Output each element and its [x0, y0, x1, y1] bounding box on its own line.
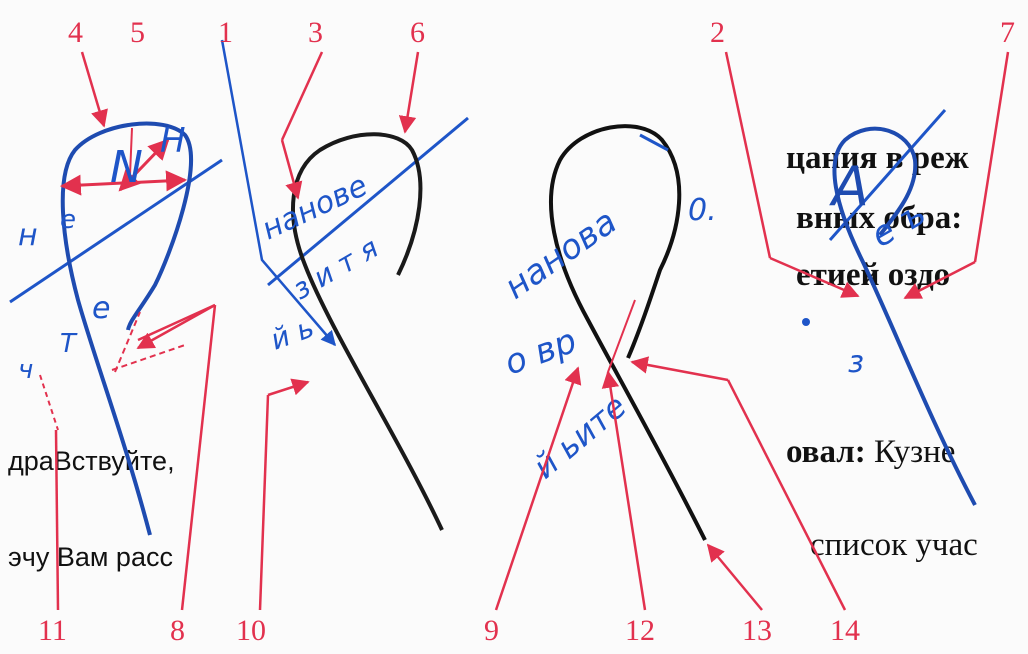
doc-fragment-right-5: список учас: [810, 527, 978, 563]
doc-fragment-right-4: овал: Кузне: [786, 434, 955, 470]
leader-6: [405, 52, 418, 132]
handwriting-2-mid: з и т я: [287, 231, 384, 306]
ink-dot-4: [802, 318, 810, 326]
handwriting-3-mid: о вр: [499, 321, 581, 384]
callout-3: 3: [308, 16, 323, 49]
callout-9: 9: [484, 614, 499, 647]
leader-14b: [632, 362, 728, 380]
handwriting-4-low: з: [848, 345, 864, 380]
callout-10: 10: [236, 614, 266, 647]
handwriting-1-u: ч: [18, 355, 33, 385]
callout-14: 14: [830, 614, 860, 647]
handwriting-1-mid: е: [60, 205, 76, 235]
handwriting-1-r: е: [92, 291, 110, 326]
leader-10a: [260, 395, 268, 610]
leader-2a: [726, 52, 770, 258]
doc-fragment-right-1: цания в реж: [786, 140, 969, 176]
handwriting-1-left: н: [18, 218, 38, 253]
handwriting-1-t: Т: [60, 329, 78, 359]
callout-6: 6: [410, 16, 425, 49]
leader-7a: [975, 52, 1008, 262]
leader-8c: [138, 305, 215, 340]
leader-4: [82, 52, 104, 126]
callout-2: 2: [710, 16, 725, 49]
handwriting-3-right: 0.: [688, 193, 717, 228]
handwriting-2-top: нанове: [257, 168, 373, 247]
dashed-guide-1b: [115, 312, 140, 372]
callout-4: 4: [68, 16, 83, 49]
dashed-guide-1a: [112, 345, 185, 370]
callout-13: 13: [742, 614, 772, 647]
leader-10b: [268, 382, 308, 395]
handwriting-4-top: А: [829, 155, 869, 218]
doc-fragment-right-4-bold: овал:: [786, 434, 866, 470]
writing-sample-2: нанове з и т я й ь: [222, 40, 468, 530]
callout-5: 5: [130, 16, 145, 49]
callout-7: 7: [1000, 16, 1015, 49]
leader-8a: [182, 305, 215, 610]
handwriting-1-h: Н: [160, 121, 186, 161]
leader-13: [708, 545, 762, 610]
leader-3b: [282, 140, 298, 198]
leader-3a: [282, 52, 322, 140]
callout-11: 11: [38, 614, 67, 647]
dashed-guide-11: [40, 375, 58, 430]
writing-sample-3: нанова о вр й ьитe 0.: [497, 126, 716, 540]
handwriting-1-top: N: [110, 142, 143, 193]
doc-fragment-left-2: эчу Вам расс: [8, 542, 173, 572]
doc-fragment-left-1: драВствуйте,: [8, 446, 175, 476]
callout-12: 12: [625, 614, 655, 647]
letter-loop-3: [551, 126, 705, 540]
leader-9: [496, 368, 578, 610]
leader-14a: [728, 380, 845, 610]
leader-12-ext: [608, 300, 635, 372]
callout-8: 8: [170, 614, 185, 647]
callout-1: 1: [218, 16, 233, 49]
handwriting-3-top: нанова: [497, 202, 624, 308]
